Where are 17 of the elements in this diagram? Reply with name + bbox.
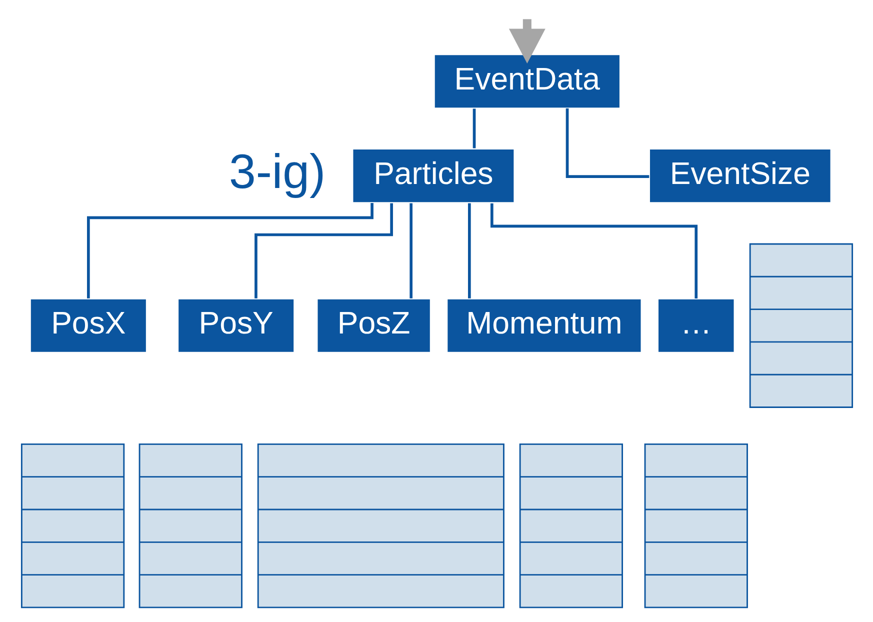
node-box: Particles xyxy=(351,148,515,204)
connector xyxy=(472,108,476,148)
node-box: … xyxy=(656,298,735,354)
connector xyxy=(565,108,649,178)
node-box: EventData xyxy=(432,54,620,110)
label: 3-ig) xyxy=(228,145,326,200)
node-box: PosX xyxy=(29,298,147,354)
node-box: Momentum xyxy=(446,298,642,354)
connector xyxy=(409,203,412,298)
connector xyxy=(490,203,698,298)
connector xyxy=(86,203,373,298)
arrow xyxy=(508,19,545,64)
node-box: PosY xyxy=(176,298,294,354)
connector xyxy=(254,203,392,298)
node-box: PosZ xyxy=(316,298,431,354)
connector xyxy=(468,203,470,298)
node-box: EventSize xyxy=(648,148,832,204)
